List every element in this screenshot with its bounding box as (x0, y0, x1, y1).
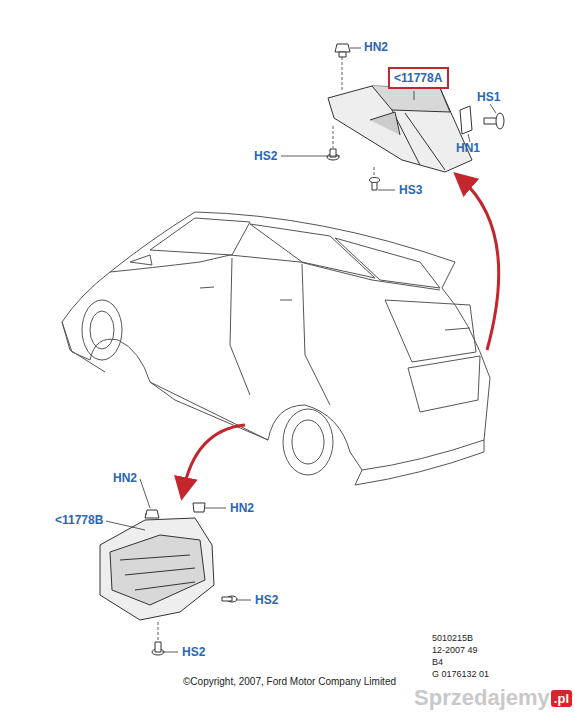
drawing-code: B4 (432, 658, 443, 667)
watermark: Sprzedajemy (414, 687, 550, 709)
callout-label: HS2 (254, 150, 277, 162)
callout-label: HS3 (399, 184, 422, 196)
part-number: <11778B (55, 514, 103, 526)
callout-label: HN2 (113, 472, 137, 484)
watermark-badge: .pl (551, 690, 572, 707)
copyright-note: ©Copyright, 2007, Ford Motor Company Lim… (183, 677, 396, 687)
callout-label: HN2 (364, 41, 388, 53)
drawing-code: 5010215B (432, 634, 473, 643)
callout-label: HN1 (456, 142, 480, 154)
callout-label: HS2 (182, 646, 205, 658)
drawing-code: G 0176132 01 (432, 670, 489, 679)
callout-label: HS1 (477, 91, 500, 103)
callout-label: HS2 (255, 594, 278, 606)
part-number: <11778A (394, 71, 443, 85)
part-number-box: <11778A (388, 67, 449, 89)
drawing-code: 12-2007 49 (432, 646, 478, 655)
callout-label: HN2 (230, 502, 254, 514)
